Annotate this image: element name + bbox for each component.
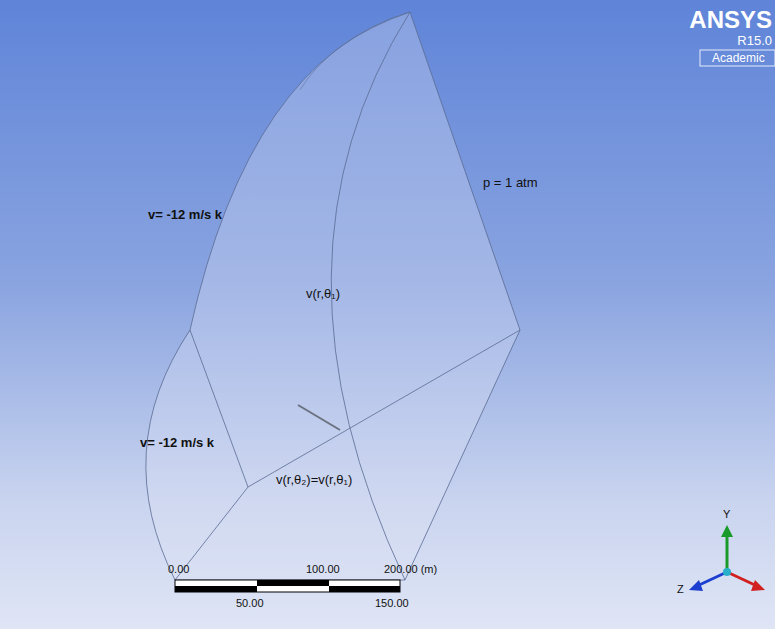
boundary-label: v= -12 m/s k [148,207,222,222]
version-text: R15.0 [737,33,772,48]
boundary-label: p = 1 atm [483,175,538,190]
boundary-label: v= -12 m/s k [140,435,214,450]
axis-label: Y [723,508,730,520]
scale-value: 200.00 (m) [384,563,437,575]
scale-value: 100.00 [306,563,340,575]
logo-frame [700,50,775,66]
logo-text: ANSYS [689,6,772,34]
boundary-label: v(r,θ₁) [306,286,340,301]
scale-value: 0.00 [168,563,189,575]
domain-fill [146,12,520,580]
blade [298,405,340,430]
domain-edges [146,12,520,580]
scale-bar [175,580,400,592]
axis-triad [689,525,765,591]
scale-value: 150.00 [375,597,409,609]
license-text: Academic [712,51,765,65]
boundary-label: v(r,θ₂)=v(r,θ₁) [276,472,352,487]
scale-value: 50.00 [236,597,264,609]
axis-label: Z [677,583,684,595]
